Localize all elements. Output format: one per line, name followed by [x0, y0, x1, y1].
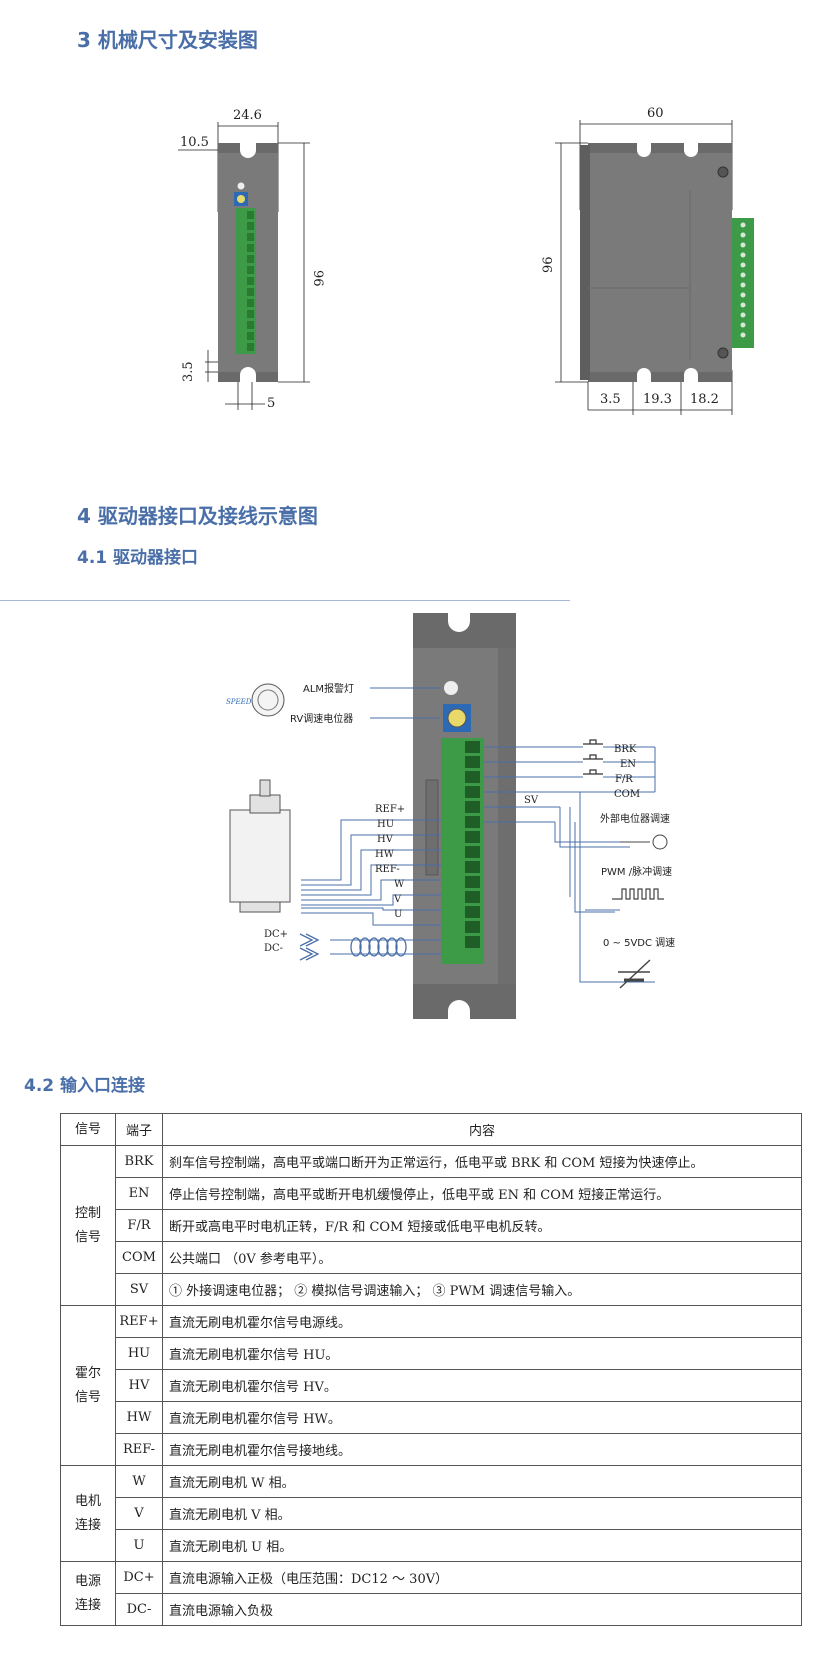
group-power: 电源连接	[60, 1561, 116, 1626]
terminal-cell: F/R	[115, 1209, 163, 1242]
table-row: HV 直流无刷电机霍尔信号 HV。	[61, 1369, 802, 1402]
dim-front-bottom-width: 5	[267, 396, 275, 411]
dim-side-a: 3.5	[600, 392, 621, 407]
motor-icon	[229, 779, 291, 913]
sig-en: EN	[620, 759, 636, 770]
content-cell: 直流无刷电机霍尔信号 HV。	[162, 1369, 802, 1402]
content-cell: 直流无刷电机霍尔信号接地线。	[162, 1433, 802, 1466]
content-cell: 直流电源输入负极	[162, 1593, 802, 1626]
side-view	[580, 143, 754, 382]
driver-body	[413, 613, 516, 1019]
content-cell: 直流无刷电机 W 相。	[162, 1465, 802, 1498]
dim-side-c: 18.2	[690, 392, 719, 407]
content-cell: 直流无刷电机霍尔信号 HU。	[162, 1337, 802, 1370]
sig-hv: HV	[377, 834, 394, 845]
content-cell: 直流无刷电机霍尔信号 HW。	[162, 1401, 802, 1434]
speed-knob-label: SPEED	[226, 698, 252, 706]
table-row: U 直流无刷电机 U 相。	[61, 1529, 802, 1562]
table-row: SV ① 外接调速电位器； ② 模拟信号调速输入； ③ PWM 调速信号输入。	[61, 1273, 802, 1306]
content-cell: 断开或高电平时电机正转，F/R 和 COM 短接或低电平电机反转。	[162, 1209, 802, 1242]
group-motor: 电机连接	[60, 1465, 116, 1562]
table-row: HU 直流无刷电机霍尔信号 HU。	[61, 1337, 802, 1370]
pwm-wave-icon	[612, 888, 664, 900]
table-row: F/R 断开或高电平时电机正转，F/R 和 COM 短接或低电平电机反转。	[61, 1209, 802, 1242]
group-control: 控制信号	[60, 1145, 116, 1306]
table-row: 电机连接 W 直流无刷电机 W 相。	[60, 1465, 802, 1562]
sig-w: W	[394, 879, 405, 890]
content-cell: ① 外接调速电位器； ② 模拟信号调速输入； ③ PWM 调速信号输入。	[162, 1273, 802, 1306]
dim-front-bottom-offset: 3.5	[181, 361, 196, 382]
terminal-cell: DC+	[115, 1561, 163, 1594]
ext-pot-label: 外部电位器调速	[600, 812, 670, 825]
table-row: V 直流无刷电机 V 相。	[61, 1497, 802, 1530]
sig-dc-minus: DC-	[264, 943, 283, 954]
interface-diagram: SPEED ALM报警灯 RV调速电位器 BRK EN F/R COM SV R…	[0, 600, 675, 1019]
sig-dc-plus: DC+	[264, 929, 288, 940]
front-view	[218, 143, 278, 382]
terminal-cell: EN	[115, 1177, 163, 1210]
section-4-2-title: 4.2 输入口连接	[24, 1076, 146, 1096]
terminal-cell: REF-	[115, 1433, 163, 1466]
table-row: DC- 直流电源输入负极	[61, 1593, 802, 1626]
sig-u: U	[394, 909, 402, 920]
content-cell: 刹车信号控制端，高电平或端口断开为正常运行，低电平或 BRK 和 COM 短接为…	[162, 1145, 802, 1178]
sig-v: V	[393, 894, 402, 905]
dim-side-b: 19.3	[643, 392, 672, 407]
table-row: 控制信号 BRK 刹车信号控制端，高电平或端口断开为正常运行，低电平或 BRK …	[60, 1145, 802, 1306]
content-cell: 直流无刷电机霍尔信号电源线。	[162, 1305, 802, 1338]
sig-brk: BRK	[614, 744, 637, 755]
sig-ref-minus: REF-	[375, 864, 400, 875]
header-signal: 信号	[60, 1113, 116, 1146]
content-cell: 公共端口 （0V 参考电平）。	[162, 1241, 802, 1274]
dimension-drawing: 24.6 10.5 96 3.5 5 60 96 3.5 19.3 18.2	[178, 106, 754, 415]
header-content: 内容	[162, 1113, 802, 1146]
terminal-cell: SV	[115, 1273, 163, 1306]
terminal-cell: BRK	[115, 1145, 163, 1178]
terminal-cell: REF+	[115, 1305, 163, 1338]
table-row: EN 停止信号控制端，高电平或断开电机缓慢停止，低电平或 EN 和 COM 短接…	[61, 1177, 802, 1210]
terminal-cell: HV	[115, 1369, 163, 1402]
sig-fr: F/R	[615, 774, 633, 785]
sig-com: COM	[614, 789, 640, 800]
dc-source-icon	[618, 959, 651, 989]
sig-sv: SV	[524, 795, 539, 806]
content-cell: 停止信号控制端，高电平或断开电机缓慢停止，低电平或 EN 和 COM 短接正常运…	[162, 1177, 802, 1210]
rv-label: RV调速电位器	[290, 712, 353, 725]
group-hall: 霍尔信号	[60, 1305, 116, 1466]
terminal-cell: U	[115, 1529, 163, 1562]
external-pot-icon	[620, 834, 668, 850]
dim-front-height: 96	[310, 270, 325, 287]
terminal-cell: V	[115, 1497, 163, 1530]
alm-label: ALM报警灯	[303, 682, 354, 695]
content-cell: 直流无刷电机 U 相。	[162, 1529, 802, 1562]
table-row: HW 直流无刷电机霍尔信号 HW。	[61, 1401, 802, 1434]
section-3-title: 3 机械尺寸及安装图	[77, 28, 258, 52]
sig-hu: HU	[377, 819, 394, 830]
sig-ref-plus: REF+	[375, 804, 405, 815]
content-cell: 直流电源输入正极（电压范围：DC12 ～ 30V）	[162, 1561, 802, 1594]
header-terminal: 端子	[115, 1113, 163, 1146]
terminal-cell: DC-	[115, 1593, 163, 1626]
sig-hw: HW	[375, 849, 395, 860]
input-connection-table: 信号 端子 内容 控制信号 BRK 刹车信号控制端，高电平或端口断开为正常运行，…	[60, 1113, 802, 1626]
terminal-cell: W	[115, 1465, 163, 1498]
table-row: 霍尔信号 REF+ 直流无刷电机霍尔信号电源线。	[60, 1305, 802, 1466]
terminal-cell: HW	[115, 1401, 163, 1434]
pwm-label: PWM /脉冲调速	[601, 865, 672, 878]
terminal-cell: COM	[115, 1241, 163, 1274]
table-row: REF- 直流无刷电机霍尔信号接地线。	[61, 1433, 802, 1466]
vdc-label: 0 ~ 5VDC 调速	[603, 937, 675, 949]
content-cell: 直流无刷电机 V 相。	[162, 1497, 802, 1530]
table-row: COM 公共端口 （0V 参考电平）。	[61, 1241, 802, 1274]
section-4-title: 4 驱动器接口及接线示意图	[77, 504, 318, 528]
dim-side-height: 96	[541, 256, 556, 273]
terminal-cell: HU	[115, 1337, 163, 1370]
dim-front-width: 24.6	[233, 108, 262, 123]
section-4-1-title: 4.1 驱动器接口	[77, 548, 199, 568]
dim-side-width: 60	[647, 106, 664, 121]
dim-front-hole-offset: 10.5	[180, 135, 209, 150]
table-header-row: 信号 端子 内容	[60, 1113, 802, 1146]
table-row: 电源连接 DC+ 直流电源输入正极（电压范围：DC12 ～ 30V）	[60, 1561, 802, 1626]
speed-knob-icon: SPEED	[226, 683, 285, 717]
